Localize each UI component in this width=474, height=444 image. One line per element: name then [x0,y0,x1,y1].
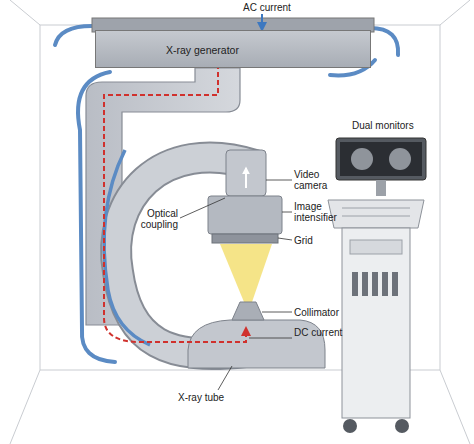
callout-label: Dual monitors [352,120,432,131]
callout-label: AC current [232,2,302,13]
ac-arrow [261,14,263,30]
callout-label: Image intensifier [294,201,354,223]
collimator-shape [232,302,264,320]
callout-label: Video camera [294,169,344,191]
callout-label: Collimator [294,307,364,318]
generator-box: X-ray generator [95,30,371,68]
callout-label: X-ray tube [178,392,248,403]
c-arm-cable [104,150,150,345]
callout-label: Grid [294,235,334,246]
leader-lines [180,180,292,390]
current-path [104,36,262,342]
image-intensifier [208,196,282,234]
light-arrow [245,168,247,188]
room-walls [10,0,470,444]
monitor-cart [328,138,426,433]
callout-label: Optical coupling [120,208,178,230]
callout-label: DC current [294,327,344,338]
x-ray-beam [220,244,272,302]
grid-plate [212,234,278,243]
node-text: X-ray generator [166,44,370,56]
video-camera [226,150,266,196]
